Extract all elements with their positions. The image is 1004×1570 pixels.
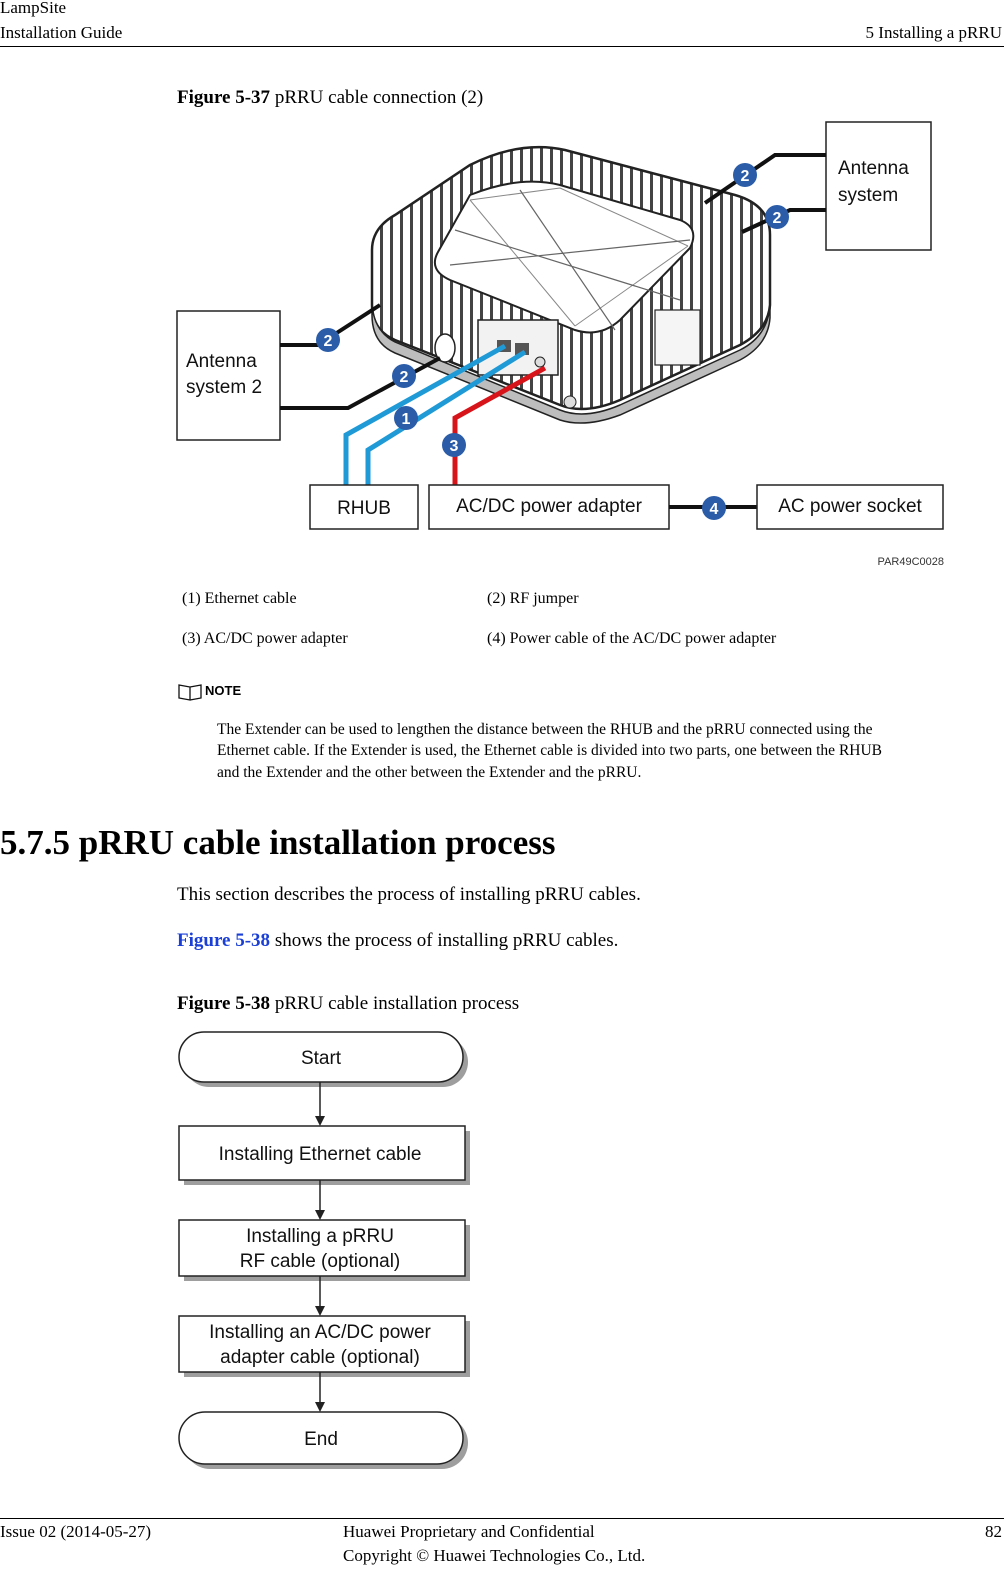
badge-2b: 2: [765, 205, 789, 229]
badge-2d: 2: [392, 364, 416, 388]
svg-text:Installing Ethernet cable: Installing Ethernet cable: [219, 1144, 422, 1165]
svg-text:RF cable (optional): RF cable (optional): [240, 1251, 401, 1272]
footer-page-number: 82: [985, 1522, 1002, 1541]
svg-text:2: 2: [773, 210, 782, 227]
svg-text:2: 2: [324, 333, 333, 350]
antenna-system-box: [825, 121, 932, 251]
flow-end-node: End: [178, 1411, 468, 1469]
header-product: LampSite: [0, 0, 67, 17]
antenna-system-2-box: [176, 310, 281, 441]
footer-issue: Issue 02 (2014-05-27): [0, 1522, 152, 1541]
svg-text:2: 2: [400, 369, 409, 386]
section-heading: 5.7.5 pRRU cable installation process: [0, 823, 556, 862]
svg-text:4: 4: [710, 501, 719, 518]
rhub-box: [309, 484, 419, 530]
svg-text:2: 2: [741, 168, 750, 185]
flow-step-rf-cable: Installing a pRRU RF cable (optional): [178, 1219, 470, 1281]
flow-step-adapter-cable: Installing an AC/DC power adapter cable …: [178, 1315, 470, 1377]
note-line-3: and the Extender and the other between t…: [217, 764, 642, 781]
prru-cable-connection-diagram: Antenna system Antenna system 2 RHUB AC/…: [176, 121, 944, 568]
section-para-1: This section describes the process of in…: [177, 884, 641, 905]
prru-device-image: [370, 145, 772, 424]
footer-company: Huawei Proprietary and Confidential: [343, 1522, 595, 1541]
note-book-icon: [178, 684, 202, 701]
figure-code: PAR49C0028: [878, 556, 944, 568]
antenna-system-label-1: Antenna: [838, 158, 909, 179]
section-para-2: Figure 5-38 shows the process of install…: [177, 930, 619, 951]
note-line-2: Ethernet cable. If the Extender is used,…: [217, 742, 883, 759]
figure38-caption: Figure 5-38 pRRU cable installation proc…: [177, 993, 520, 1014]
legend-3: (3) AC/DC power adapter: [182, 630, 348, 647]
installation-flowchart: Start Installing Ethernet cable Installi…: [178, 1031, 470, 1469]
legend-2: (2) RF jumper: [487, 590, 579, 607]
badge-1: 1: [394, 406, 418, 430]
footer-rule: [0, 1518, 1004, 1519]
flow-step-ethernet: Installing Ethernet cable: [178, 1125, 470, 1185]
legend-1: (1) Ethernet cable: [182, 590, 297, 607]
header-chapter: 5 Installing a pRRU: [865, 23, 1002, 42]
antenna-system-2-label-2: system 2: [186, 377, 262, 398]
note-line-1: The Extender can be used to lengthen the…: [217, 721, 873, 738]
svg-text:adapter cable (optional): adapter cable (optional): [220, 1347, 420, 1368]
figure37-caption: Figure 5-37 pRRU cable connection (2): [177, 87, 484, 108]
badge-2a: 2: [733, 163, 757, 187]
ethernet-cables: [343, 343, 527, 485]
antenna-system-label-2: system: [838, 185, 898, 206]
adapter-label: AC/DC power adapter: [456, 496, 643, 517]
badge-2c: 2: [316, 328, 340, 352]
header-doc-title: Installation Guide: [0, 23, 123, 42]
flow-start-node: Start: [178, 1031, 468, 1087]
figure-5-38-link[interactable]: Figure 5-38: [177, 930, 271, 951]
badge-3: 3: [442, 433, 466, 457]
svg-text:3: 3: [450, 438, 459, 455]
badge-4: 4: [702, 496, 726, 520]
header-rule: [0, 46, 1004, 47]
power-cable: [452, 365, 547, 485]
antenna-system-2-label-1: Antenna: [186, 351, 257, 372]
svg-text:End: End: [304, 1429, 338, 1450]
footer-copyright: Copyright © Huawei Technologies Co., Ltd…: [343, 1546, 646, 1565]
svg-text:Installing an AC/DC power: Installing an AC/DC power: [209, 1322, 431, 1343]
rhub-label: RHUB: [337, 498, 391, 519]
socket-box: [756, 484, 944, 530]
svg-text:Start: Start: [301, 1048, 342, 1069]
adapter-box: [428, 484, 670, 530]
svg-text:1: 1: [402, 411, 411, 428]
svg-text:Installing a pRRU: Installing a pRRU: [246, 1226, 394, 1247]
socket-label: AC power socket: [778, 496, 922, 517]
note-label: NOTE: [205, 683, 242, 698]
legend-4: (4) Power cable of the AC/DC power adapt…: [487, 630, 777, 647]
